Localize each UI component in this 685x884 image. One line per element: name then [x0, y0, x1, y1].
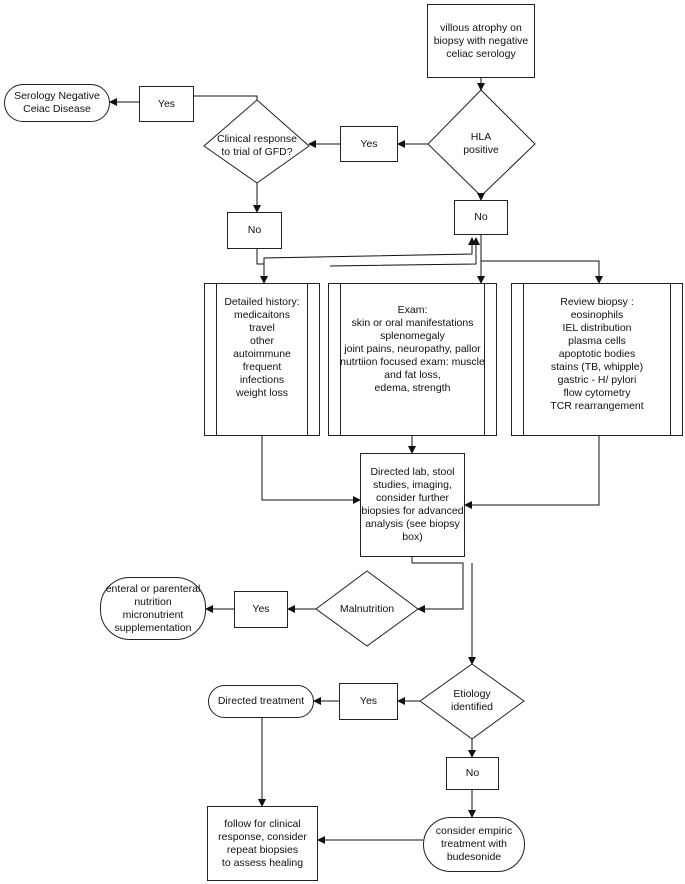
connector-history-to-lab	[261, 436, 361, 504]
clinical-response-diamond	[203, 99, 310, 184]
follow-up-box: follow for clinical response, consider r…	[207, 806, 318, 881]
etiology-diamond	[419, 663, 525, 740]
directed-lab-text: Directed lab, stool studies, imaging, co…	[361, 466, 464, 543]
empiric-treatment-terminal: consider empiric treatment with budesoni…	[423, 817, 525, 872]
detailed-history-box: Detailed history: medicaitons travel oth…	[204, 283, 320, 436]
serology-negative-text: Serology Negative Ceiac Disease	[14, 90, 100, 115]
yes-etiology-text: Yes	[359, 695, 378, 707]
start-text: villous atrophy on biopsy with negative …	[433, 21, 529, 60]
nutrition-terminal: enteral or parenteral nutrition micronut…	[100, 577, 206, 640]
connector-no-to-biopsy	[481, 260, 603, 284]
connector-exam-return	[329, 237, 480, 267]
follow-up-text: follow for clinical response, consider r…	[218, 817, 307, 869]
directed-treatment-text: Directed treatment	[217, 695, 305, 707]
no-clinical-box: No	[227, 212, 282, 249]
yes-etiology-box: Yes	[339, 683, 398, 720]
yes-malnutrition-box: Yes	[234, 591, 288, 628]
no-etiology-box: No	[446, 757, 499, 790]
yes-hla-box: Yes	[340, 126, 398, 162]
exam-box: Exam: skin or oral manifestations spleno…	[328, 283, 497, 436]
detailed-history-text: Detailed history: medicaitons travel oth…	[224, 296, 300, 399]
connector-history-return	[263, 237, 476, 266]
empiric-treatment-text: consider empiric treatment with budesoni…	[435, 825, 513, 863]
nutrition-text: enteral or parenteral nutrition micronut…	[105, 582, 201, 634]
serology-negative-terminal: Serology Negative Ceiac Disease	[4, 84, 110, 122]
connector-lab-to-malnutrition	[411, 557, 464, 613]
start-box: villous atrophy on biopsy with negative …	[427, 4, 535, 78]
directed-treatment-terminal: Directed treatment	[208, 685, 314, 718]
review-biopsy-text: Review biopsy : eosinophils IEL distribu…	[550, 296, 644, 412]
directed-lab-box: Directed lab, stool studies, imaging, co…	[360, 453, 465, 557]
connector-biopsy-to-lab	[464, 436, 600, 509]
yes-clinical-text: Yes	[157, 97, 176, 110]
no-hla-box: No	[454, 200, 508, 235]
exam-text: Exam: skin or oral manifestations spleno…	[340, 304, 485, 394]
yes-clinical-box: Yes	[139, 86, 194, 122]
hla-positive-diamond	[427, 89, 536, 197]
no-hla-text: No	[474, 211, 488, 223]
no-clinical-text: No	[247, 224, 262, 236]
yes-malnutrition-text: Yes	[252, 603, 270, 615]
yes-hla-text: Yes	[360, 137, 378, 150]
no-etiology-text: No	[465, 767, 480, 779]
malnutrition-diamond	[315, 570, 419, 647]
review-biopsy-box: Review biopsy : eosinophils IEL distribu…	[511, 283, 683, 436]
connector-no-to-history	[256, 249, 268, 284]
